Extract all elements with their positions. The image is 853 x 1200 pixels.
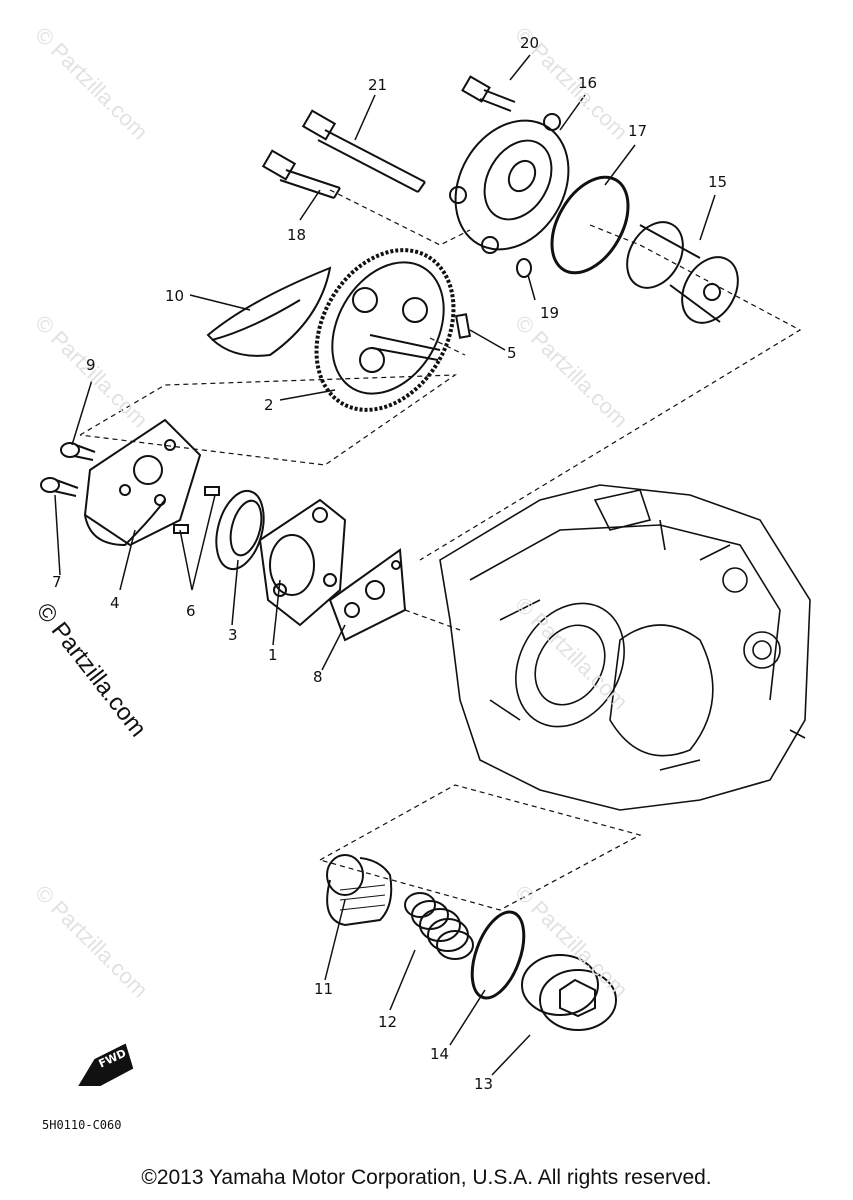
callout-15: 15 [708, 173, 728, 191]
callout-21: 21 [368, 76, 388, 94]
callout-16: 16 [578, 74, 598, 92]
screw-9-shape [60, 442, 96, 461]
callout-13: 13 [474, 1075, 494, 1093]
gasket-8-shape [328, 548, 407, 642]
callout-19: 19 [540, 304, 560, 322]
callout-11: 11 [314, 980, 334, 998]
bolt-20-shape [461, 75, 516, 112]
bolt-21-shape [301, 109, 426, 193]
strainer-11-shape [326, 854, 393, 927]
oil-filter-15-shape [626, 221, 739, 324]
strainer-11-mesh [339, 884, 386, 911]
pump-cover-4-shape [83, 418, 202, 547]
dowel-6a-shape [204, 486, 220, 496]
fwd-arrow-icon [78, 1043, 134, 1086]
callout-2: 2 [264, 396, 274, 414]
callout-8: 8 [313, 668, 323, 686]
callout-12: 12 [378, 1013, 398, 1031]
callout-4: 4 [110, 594, 120, 612]
leader-lines [54, 54, 716, 1076]
callout-5: 5 [507, 344, 517, 362]
diagram-code: 5H0110-C060 [42, 1118, 122, 1132]
pin-5-shape [455, 313, 471, 339]
crankcase-shape [439, 484, 811, 811]
callout-3: 3 [228, 626, 238, 644]
pump-body-1-shape [258, 498, 347, 627]
rotor-3-shape [215, 489, 265, 571]
callout-9: 9 [86, 356, 96, 374]
o-ring-17-shape [550, 175, 630, 275]
callout-18: 18 [287, 226, 307, 244]
guide-10-detail [211, 299, 301, 341]
plug-13-shape [521, 954, 617, 1031]
assembly-guide-lines [79, 189, 802, 911]
o-ring-19-shape [516, 258, 532, 278]
bolt-18-shape [261, 149, 341, 199]
guide-10-shape [206, 266, 332, 357]
callout-6: 6 [186, 602, 196, 620]
callout-14: 14 [430, 1045, 450, 1063]
gear-2-shape [314, 248, 456, 412]
callout-1: 1 [268, 646, 278, 664]
callout-17: 17 [628, 122, 648, 140]
callout-20: 20 [520, 34, 540, 52]
callout-10: 10 [165, 287, 185, 305]
dowel-6b-shape [173, 524, 189, 534]
callout-7: 7 [52, 573, 62, 591]
o-ring-14-shape [470, 910, 526, 1000]
copyright-notice: ©2013 Yamaha Motor Corporation, U.S.A. A… [141, 1166, 712, 1189]
filter-cover-16-shape [449, 113, 570, 254]
screw-7-shape [40, 477, 79, 497]
spring-12-shape [404, 892, 474, 960]
